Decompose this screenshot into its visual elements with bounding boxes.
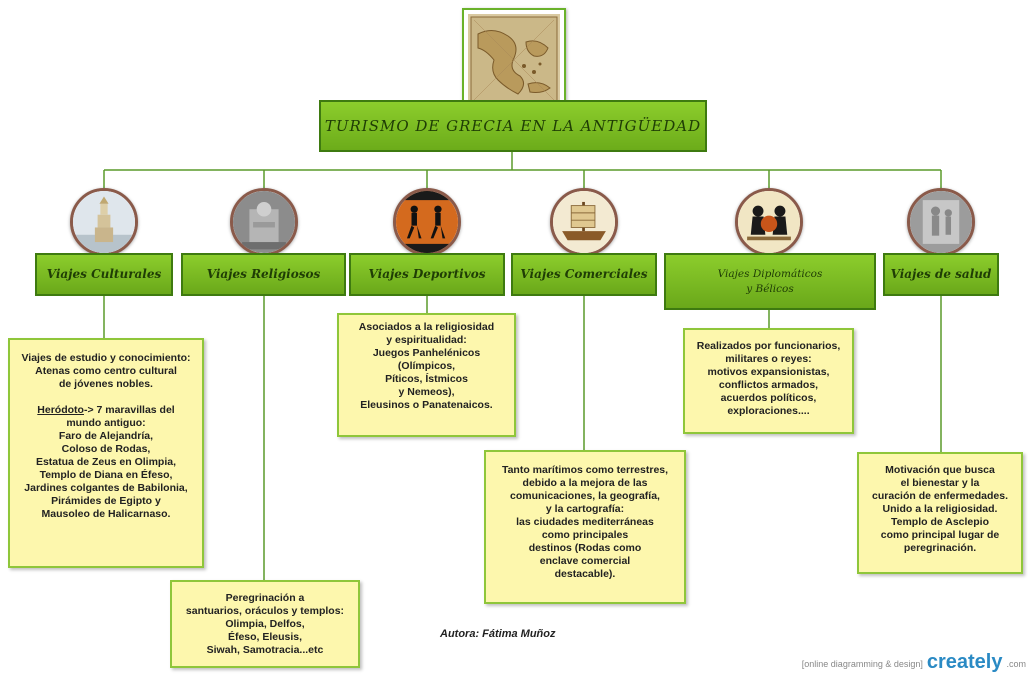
note-line: Atenas como centro cultural [35,365,177,377]
note-line: conflictos armados, [718,379,819,391]
note-line: Templo de Diana en Éfeso, [39,469,173,481]
category-viajes-deportivos: Viajes Deportivos [349,253,505,296]
note-line: santuarios, oráculos y templos: [185,605,345,617]
category-viajes-diplomaticos: Viajes Diplomáticos y Bélicos [664,253,876,310]
note-line: Faro de Alejandría, [58,430,154,442]
category-viajes-de-salud: Viajes de salud [883,253,999,296]
note-line: Coloso de Rodas, [61,443,151,455]
note-line: Asociados a la religiosidad [358,321,495,333]
category-viajes-comerciales: Viajes Comerciales [511,253,657,296]
note-line: Realizados por funcionarios, [696,340,841,352]
note-line: Píticos, Ístmicos [385,373,468,385]
athletes-vase-icon [393,188,461,256]
note-religiosos: Peregrinación a santuarios, oráculos y t… [170,580,360,668]
lighthouse-icon [70,188,138,256]
herodoto-link[interactable]: Heródoto [37,404,84,416]
note-line: curación de enfermedades. [872,490,1008,502]
note-line: enclave comercial [539,555,631,567]
note-line: como principal lugar de [880,529,1000,541]
watermark-tagline: [online diagramming & design] [801,659,923,669]
note-line: (Olímpicos, [397,360,456,372]
note-line: Templo de Asclepio [890,516,990,528]
note-line: Siwah, Samotracia...etc [206,644,324,656]
asclepius-relief-icon [907,188,975,256]
category-viajes-religiosos: Viajes Religiosos [181,253,346,296]
note-line: exploraciones.... [727,405,810,417]
note-line: Éfeso, Eleusis, [227,631,303,643]
note-deportivos: Asociados a la religiosidad y espiritual… [337,313,516,437]
note-line: como principales [541,529,629,541]
note-line: debido a la mejora de las [522,477,648,489]
note-line: Olimpia, Delfos, [225,618,305,630]
note-line: y la cartografía: [545,503,625,515]
note-line: Eleusinos o Panatenaicos. [360,399,493,411]
note-culturales: Viajes de estudio y conocimiento: Atenas… [8,338,204,568]
note-line: militares o reyes: [725,353,812,365]
herodoto-rest: -> 7 maravillas del [83,404,175,416]
note-line: Motivación que busca [885,464,995,476]
note-comerciales: Tanto marítimos como terrestres, debido … [484,450,686,604]
note-spacer [14,391,198,404]
note-line: las ciudades mediterráneas [516,516,654,528]
note-line: Pirámides de Egipto y [51,495,161,507]
note-salud: Motivación que busca el bienestar y la c… [857,452,1023,574]
category-diplomaticos-line1: Viajes Diplomáticos [717,267,823,280]
note-diplomaticos: Realizados por funcionarios, militares o… [683,328,854,434]
diagram-title: TURISMO DE GRECIA EN LA ANTIGÜEDAD [319,100,707,152]
note-line: peregrinación. [903,542,977,554]
note-line: destinos (Rodas como [528,542,642,554]
zeus-statue-icon [230,188,298,256]
creately-watermark[interactable]: [online diagramming & design] creately .… [760,648,1028,672]
note-line: Jardines colgantes de Babilonia, [24,482,188,494]
note-line: Estatua de Zeus en Olimpia, [35,456,177,468]
category-viajes-culturales: Viajes Culturales [35,253,173,296]
greece-map-image [462,8,566,112]
note-line: Peregrinación a [225,592,305,604]
note-line: motivos expansionistas, [707,366,830,378]
note-line: acuerdos políticos, [720,392,817,404]
note-line: el bienestar y la [900,477,980,489]
herodoto-line: Heródoto-> 7 maravillas del [14,404,198,417]
author-credit: Autora: Fátima Muñoz [440,628,556,640]
note-line: mundo antiguo: [66,417,146,429]
category-diplomaticos-line2: y Bélicos [746,282,794,295]
note-line: y Nemeos), [398,386,455,398]
note-line: Tanto marítimos como terrestres, [501,464,669,476]
note-line: Unido a la religiosidad. [882,503,998,515]
note-line: destacable). [554,568,616,580]
warriors-icon [735,188,803,256]
note-line: y espiritualidad: [386,334,467,346]
note-line: de jóvenes nobles. [59,378,153,390]
creately-logo: creately [926,651,1003,673]
note-line: Mausoleo de Halicarnaso. [41,508,171,520]
note-line: comunicaciones, la geografía, [510,490,660,502]
note-line: Viajes de estudio y conocimiento: [21,352,191,364]
watermark-suffix: .com [1006,659,1026,669]
ship-icon [550,188,618,256]
note-line: Juegos Panhelénicos [372,347,481,359]
